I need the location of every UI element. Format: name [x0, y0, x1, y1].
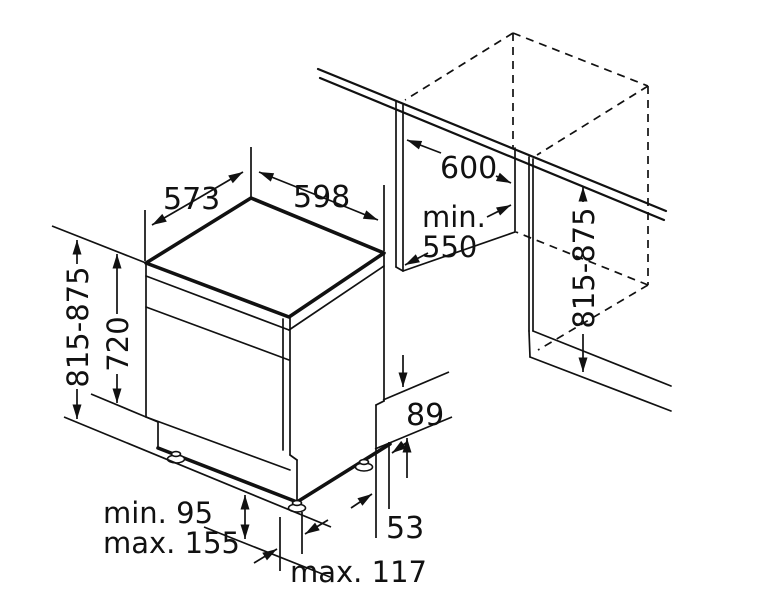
label-worktop-depth: 600 — [440, 151, 497, 186]
cabinet-side-panel — [395, 100, 672, 412]
label-rear-step-height: 89 — [406, 398, 444, 433]
foot-right — [354, 458, 374, 472]
countertop — [316, 67, 668, 222]
dimension-labels: 573 598 600 min. 550 815-875 720 815-875… — [61, 151, 601, 589]
label-front-clearance: max. 117 — [290, 555, 427, 589]
label-niche-depth-min: min. — [422, 200, 486, 234]
label-top-depth: 573 — [163, 182, 220, 217]
label-appliance-height: 720 — [101, 316, 135, 371]
label-plinth-min: min. 95 — [103, 496, 213, 530]
niche-dashed-cube — [404, 32, 649, 351]
label-plinth-max: max. 155 — [103, 526, 240, 560]
dimension-arrows — [72, 139, 588, 564]
label-niche-depth-value: 550 — [422, 230, 477, 264]
label-niche-height-right: 815-875 — [567, 207, 601, 328]
label-rear-step-depth: 53 — [386, 511, 424, 546]
label-top-width: 598 — [293, 180, 350, 215]
foot-front — [287, 499, 307, 513]
label-overall-height-left: 815-875 — [61, 266, 95, 387]
